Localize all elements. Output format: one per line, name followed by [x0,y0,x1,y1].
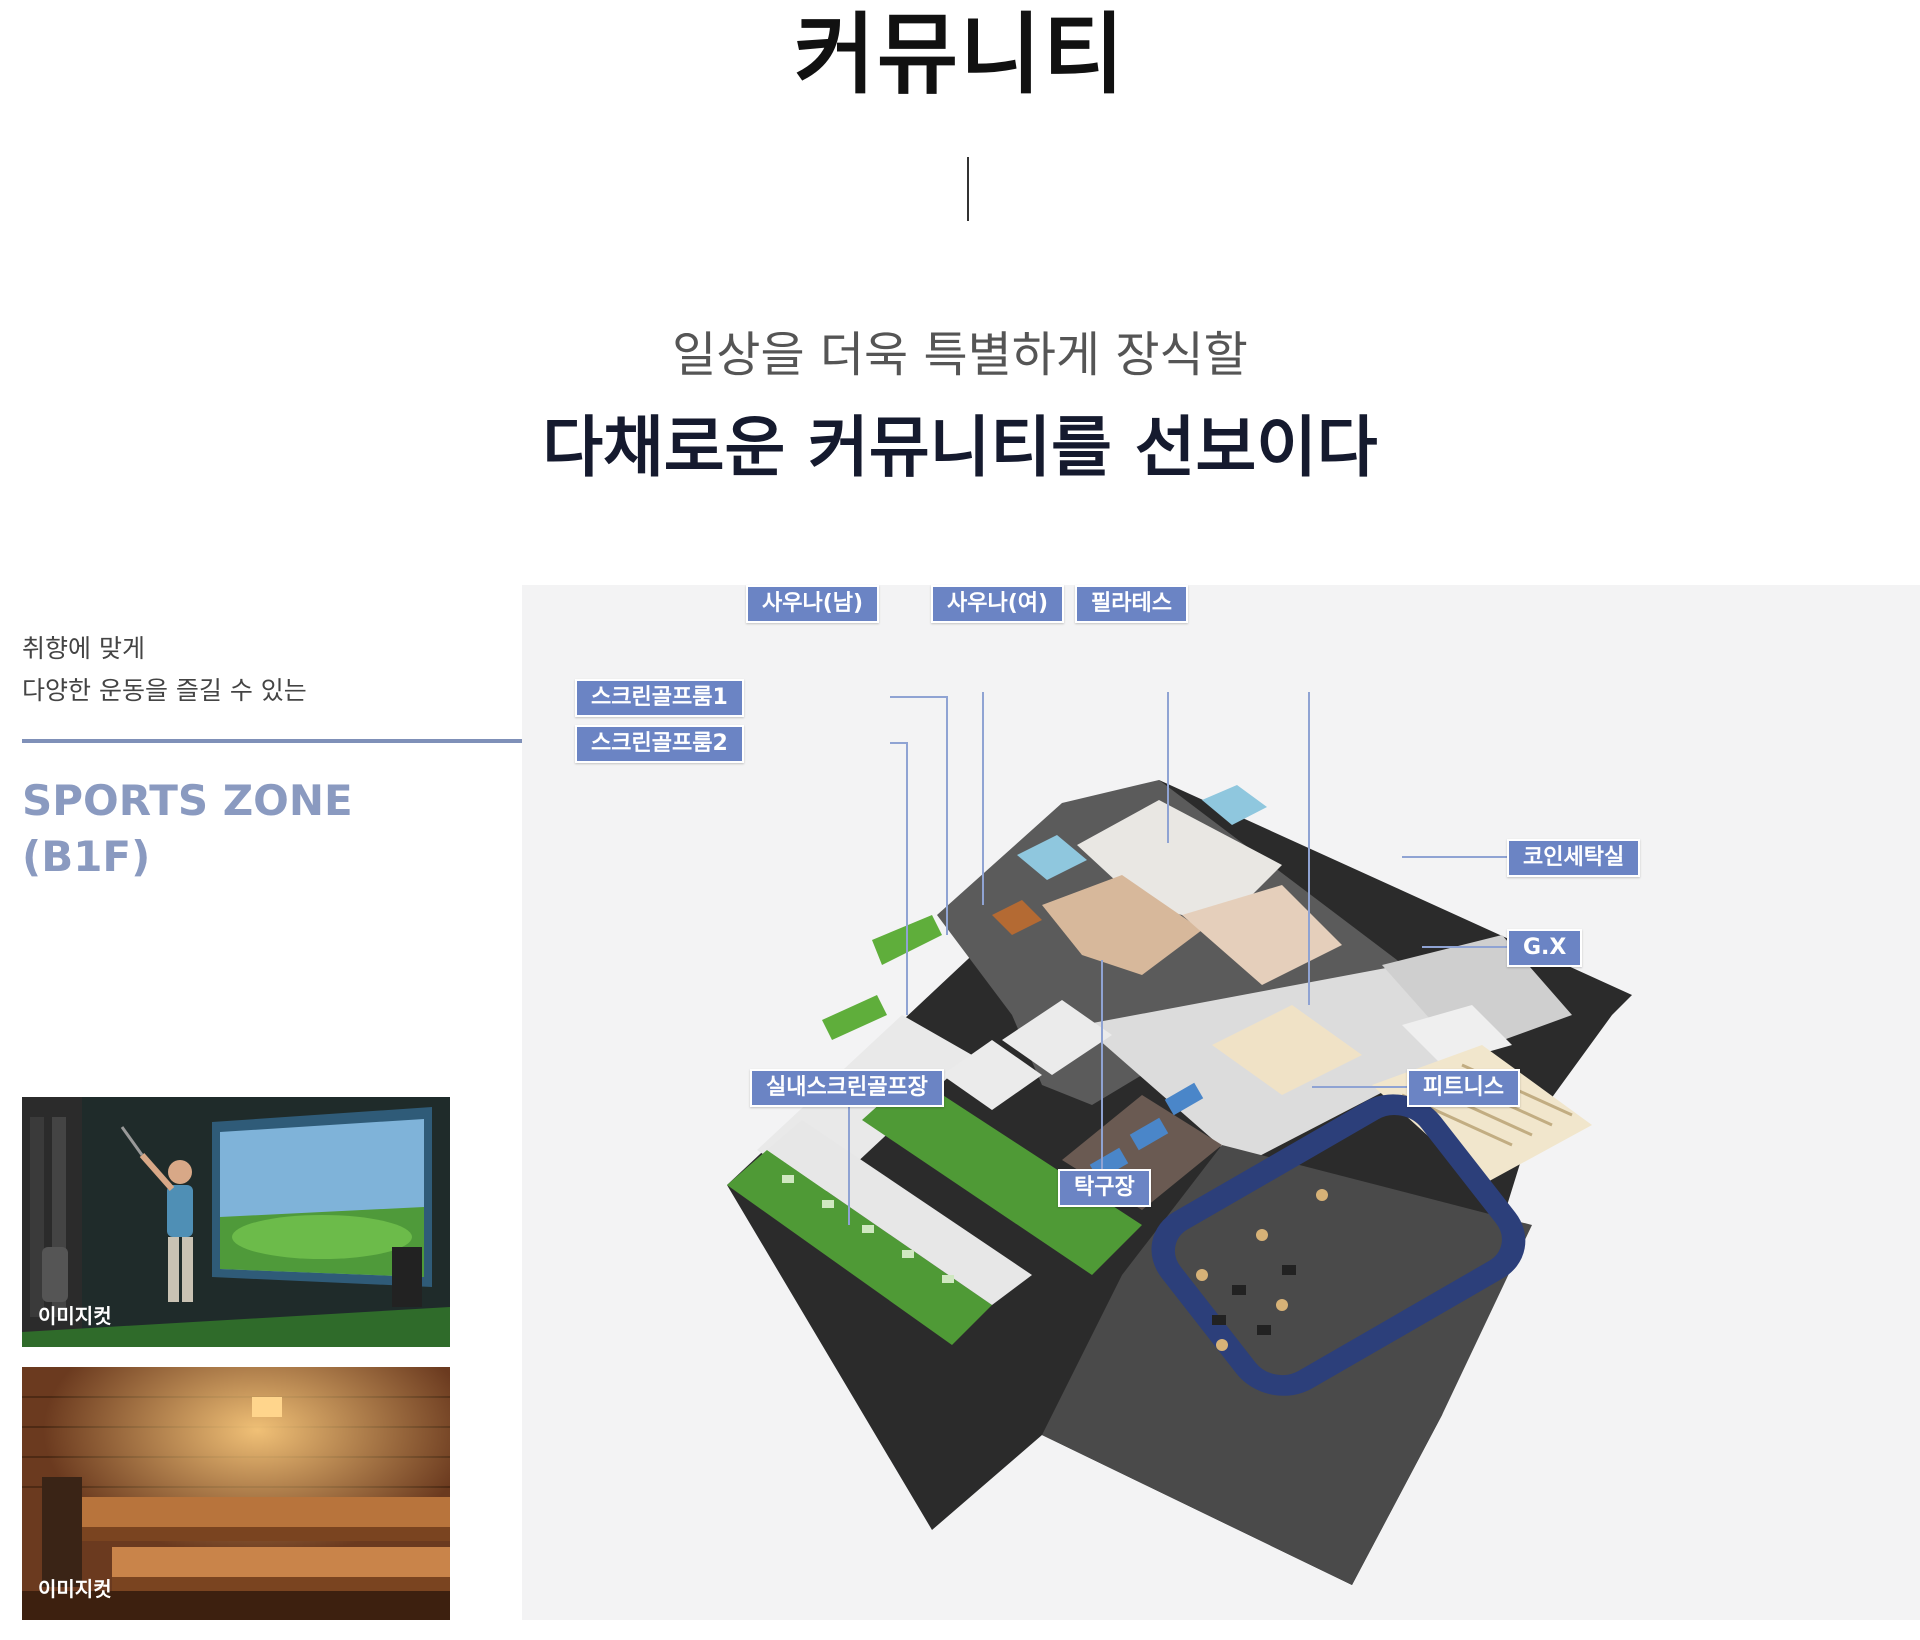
subtitle-line1: 일상을 더욱 특별하게 장식할 [672,327,1248,383]
photo-caption: 이미지컷 [38,1304,112,1328]
label-sauna-men[interactable]: 사우나(남) [746,585,880,623]
title-divider [967,157,969,221]
zone-heading: SPORTS ZONE (B1F) [22,773,353,885]
zone-intro-line1: 취향에 맞게 [22,634,145,663]
photo-caption: 이미지컷 [38,1577,112,1601]
golf-simulator-icon [22,1097,450,1347]
label-golf-room2[interactable]: 스크린골프룸2 [575,725,744,763]
label-golf-room1[interactable]: 스크린골프룸1 [575,679,744,717]
label-gx[interactable]: G.X [1507,929,1583,967]
floorplan-panel: 사우나(남) 사우나(여) 필라테스 스크린골프룸1 스크린골프룸2 코인세탁실… [522,585,1920,1620]
label-coin-laundry[interactable]: 코인세탁실 [1507,839,1641,877]
zone-divider [22,739,586,743]
label-sauna-women[interactable]: 사우나(여) [931,585,1065,623]
golf-simulator-photo: 이미지컷 [22,1097,450,1347]
label-pilates[interactable]: 필라테스 [1075,585,1188,623]
zone-intro-line2: 다양한 운동을 즐길 수 있는 [22,676,307,705]
label-fitness[interactable]: 피트니스 [1407,1069,1520,1107]
sauna-photo: 이미지컷 [22,1367,450,1620]
subtitle-line2: 다채로운 커뮤니티를 선보이다 [542,409,1378,486]
page-title: 커뮤니티 [794,3,1126,106]
zone-name: SPORTS ZONE [22,776,353,825]
zone-intro: 취향에 맞게 다양한 운동을 즐길 수 있는 [22,628,307,712]
label-indoor-golf[interactable]: 실내스크린골프장 [750,1069,944,1107]
floorplan-illustration [727,692,1632,1585]
zone-floor: (B1F) [22,832,151,881]
sauna-icon [22,1367,450,1620]
label-table-tennis[interactable]: 탁구장 [1058,1169,1151,1207]
